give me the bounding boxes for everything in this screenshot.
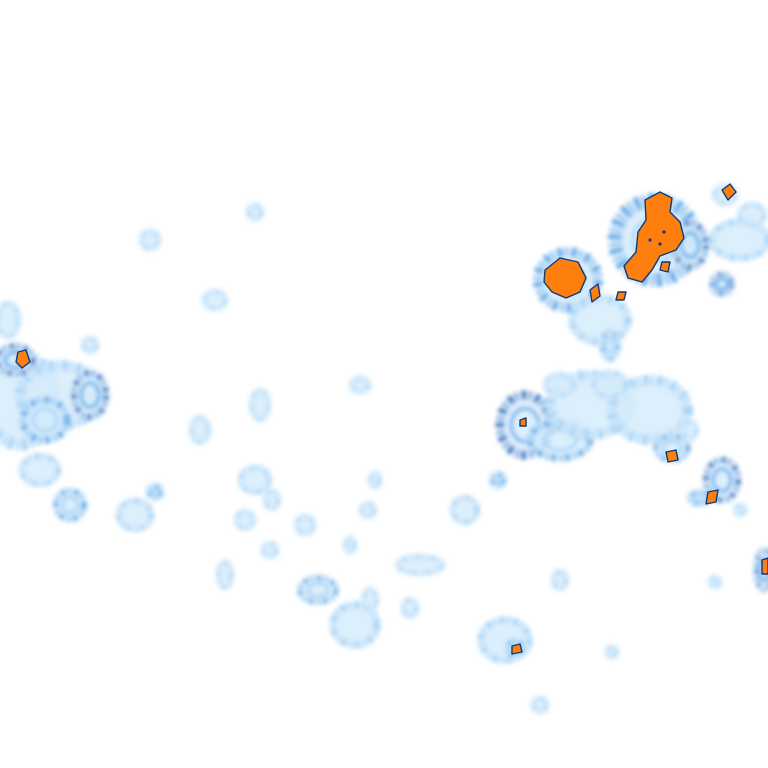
density-cell [533, 247, 603, 313]
density-cell [238, 465, 272, 495]
hotspot-peak [589, 283, 601, 303]
density-halo [708, 218, 768, 262]
density-core [306, 581, 330, 599]
density-cell [653, 433, 691, 463]
density-cell [362, 588, 378, 612]
hotspot-peak [615, 291, 627, 301]
density-halo [608, 376, 692, 444]
density-core [604, 335, 616, 355]
density-core [715, 277, 729, 291]
density-cell [396, 555, 444, 575]
density-core [79, 381, 101, 409]
density-cell [0, 343, 36, 377]
density-cell [490, 472, 506, 488]
hotspot-peaks [15, 183, 768, 655]
density-core [693, 493, 707, 503]
density-cell [217, 561, 233, 589]
density-cell [477, 616, 533, 664]
density-cell [532, 697, 548, 713]
density-cell [708, 218, 768, 262]
density-halo [18, 452, 62, 488]
density-cell [19, 453, 61, 487]
density-halo [201, 288, 229, 312]
density-core [711, 467, 733, 493]
hotspot-peak [519, 417, 527, 427]
hotspot-peak [761, 557, 768, 575]
density-cell [0, 302, 20, 338]
density-cell [250, 389, 270, 421]
density-cell [264, 490, 280, 510]
density-cell [247, 204, 263, 220]
density-cell [344, 537, 356, 553]
density-cell [190, 416, 210, 444]
density-cell [360, 502, 376, 518]
density-cell [295, 515, 315, 535]
density-cell [710, 272, 734, 296]
density-cell [606, 646, 618, 658]
hotspot-peak [705, 489, 719, 505]
density-halo [652, 432, 692, 464]
density-cell [369, 472, 381, 488]
density-halo [590, 369, 630, 401]
hotspot-speckle [658, 242, 662, 246]
density-cell [709, 576, 721, 588]
hotspot-peak [721, 183, 737, 201]
density-cell [734, 504, 746, 516]
hotspot-peak [543, 257, 587, 299]
hotspot-peak [665, 449, 679, 463]
density-halo [477, 616, 533, 664]
density-cell [19, 396, 71, 444]
density-cell [703, 457, 741, 503]
hotspot-peak [659, 261, 671, 273]
density-cell [71, 370, 109, 420]
hotspot-peak [623, 191, 685, 283]
hotspot-peak [511, 643, 523, 655]
density-core [60, 495, 80, 515]
density-blobs [0, 183, 768, 715]
hotspot-peak [15, 349, 31, 369]
density-cell [606, 374, 694, 446]
density-cell [235, 510, 255, 530]
density-halo [604, 644, 620, 660]
density-core [31, 407, 59, 433]
density-cell [147, 484, 163, 500]
density-cell [505, 638, 525, 658]
density-cell [262, 542, 278, 558]
density-cell [754, 548, 768, 592]
density-cell [552, 570, 568, 590]
density-cell [544, 373, 576, 397]
density-core [493, 475, 503, 485]
density-cell [568, 294, 632, 346]
density-cell [116, 498, 154, 532]
density-halo [732, 502, 748, 518]
density-cell [600, 329, 620, 361]
density-cell [591, 370, 629, 400]
density-cell [297, 575, 339, 605]
density-cell [350, 377, 370, 393]
density-cell [682, 420, 698, 440]
density-halo [707, 574, 723, 590]
hotspot-speckle [648, 238, 652, 242]
density-cell [402, 598, 418, 618]
density-cell [140, 230, 160, 250]
density-cell [738, 203, 766, 227]
density-cell [203, 290, 227, 310]
density-cell [53, 488, 87, 522]
density-cell [329, 601, 381, 649]
density-core [150, 487, 160, 497]
density-cell [450, 495, 480, 525]
density-cell [82, 337, 98, 353]
density-core [679, 231, 701, 259]
hotspot-speckle [662, 230, 666, 234]
